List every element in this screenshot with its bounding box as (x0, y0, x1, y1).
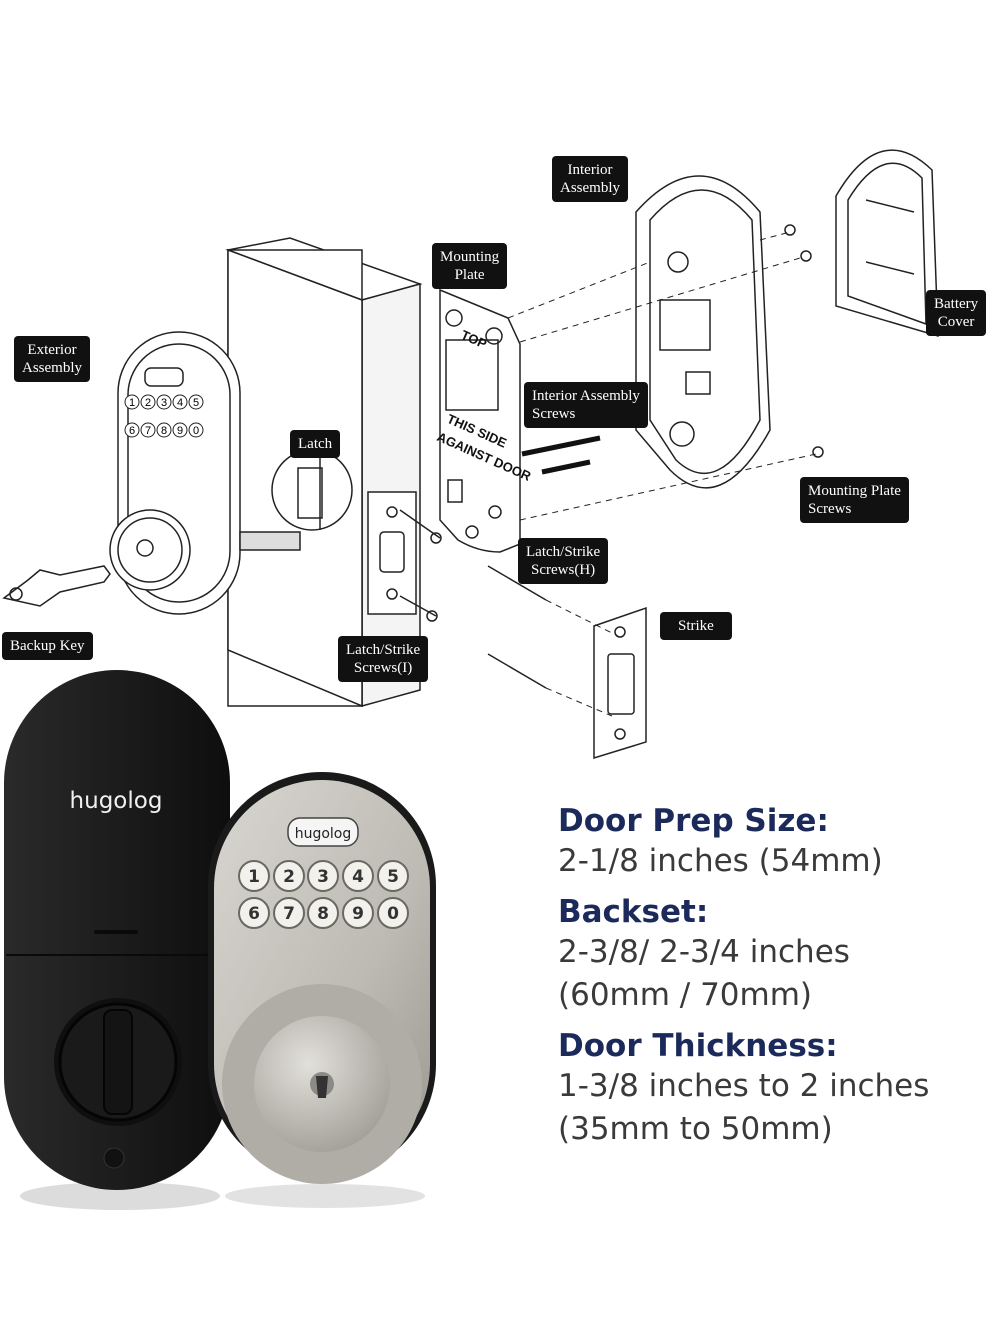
interior-assembly (635, 175, 771, 489)
diagram-key-8: 8 (161, 425, 167, 437)
spec-door-thickness-value-2: (35mm to 50mm) (558, 1111, 833, 1147)
diagram-key-1: 1 (129, 397, 135, 409)
interior-assembly-screws (521, 435, 601, 475)
callout-latch-strike-screws-i: Latch/Strike Screws(I) (338, 636, 429, 682)
key-2: 2 (283, 867, 295, 887)
diagram-keypad: 1 2 3 4 5 6 7 8 9 0 (124, 394, 204, 438)
callout-interior-assembly: Interior Assembly (552, 156, 628, 202)
callout-latch-strike-screws-h: Latch/Strike Screws(H) (518, 538, 609, 584)
diagram-key-5: 5 (193, 397, 199, 409)
callout-interior-assembly-screws: Interior Assembly Screws (524, 382, 648, 428)
battery-cover (835, 149, 939, 338)
spec-door-prep-heading: Door Prep Size: (558, 803, 829, 839)
key-0: 0 (387, 904, 399, 924)
key-8: 8 (317, 904, 329, 924)
assembly-guides (507, 231, 817, 717)
exterior-lock-shadow (225, 1184, 425, 1208)
callout-mounting-plate-screws: Mounting Plate Screws (800, 477, 909, 523)
backup-key (2, 565, 111, 607)
key-6: 6 (248, 904, 260, 924)
callout-exterior-assembly: Exterior Assembly (14, 336, 90, 382)
specs-panel: Door Prep Size: 2-1/8 inches (54mm) Back… (558, 802, 988, 1161)
strike-plate (593, 606, 647, 760)
latch-detail (271, 449, 353, 531)
key-1: 1 (248, 867, 260, 887)
small-screws (784, 224, 824, 458)
product-keypad: 1 2 3 4 5 6 7 8 9 0 (238, 860, 409, 929)
key-7: 7 (283, 904, 295, 924)
exterior-brand-logo: hugolog (295, 826, 352, 842)
callout-backup-key: Backup Key (2, 632, 93, 660)
spec-door-thickness-heading: Door Thickness: (558, 1028, 838, 1064)
diagram-key-2: 2 (145, 397, 151, 409)
exploded-diagram: 1 2 3 4 5 6 7 8 9 0 TOP THIS SIDE AGAINS… (2, 149, 939, 760)
key-3: 3 (317, 867, 329, 887)
callout-latch: Latch (290, 430, 341, 458)
callout-battery-cover: Battery Cover (926, 290, 987, 336)
spec-backset-value-2: (60mm / 70mm) (558, 977, 813, 1013)
interior-lock-shadow (20, 1182, 220, 1210)
spec-backset-value-1: 2-3/8/ 2-3/4 inches (558, 934, 850, 970)
diagram-key-4: 4 (177, 397, 183, 409)
diagram-key-3: 3 (161, 397, 167, 409)
key-9: 9 (352, 904, 364, 924)
mounting-plate (439, 288, 521, 553)
callout-strike: Strike (660, 612, 732, 640)
product-photo: hugolog hugolog 1 2 3 4 5 6 7 8 9 0 (4, 670, 436, 1210)
spec-door-prep-value: 2-1/8 inches (54mm) (558, 843, 883, 879)
diagram-key-0: 0 (193, 425, 199, 437)
interior-brand-logo: hugolog (70, 788, 163, 814)
spec-door-thickness-value-1: 1-3/8 inches to 2 inches (558, 1068, 930, 1104)
strike-screws (487, 565, 547, 689)
key-5: 5 (387, 867, 399, 887)
latch-plate (367, 491, 442, 622)
diagram-key-9: 9 (177, 425, 183, 437)
key-4: 4 (352, 867, 364, 887)
diagram-key-6: 6 (129, 425, 135, 437)
spec-backset-heading: Backset: (558, 894, 709, 930)
interior-lock-unit (4, 670, 230, 1190)
callout-mounting-plate: Mounting Plate (432, 243, 508, 289)
diagram-key-7: 7 (145, 425, 151, 437)
